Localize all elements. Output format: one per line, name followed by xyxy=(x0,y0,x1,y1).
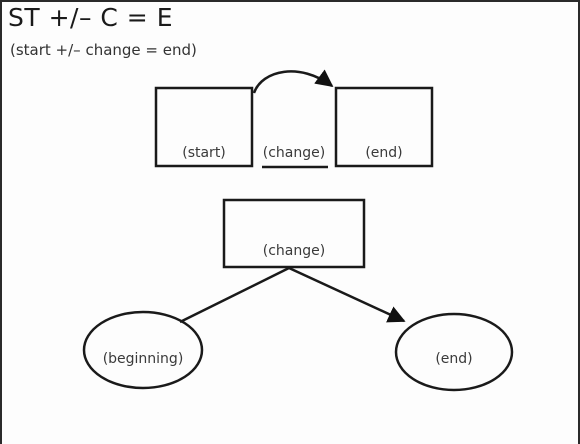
change-label-top: (change) xyxy=(263,145,325,161)
equation-title: ST +/– C = E xyxy=(8,3,173,32)
connector-to-beginning xyxy=(179,266,290,324)
frame-border-top xyxy=(0,0,580,2)
beginning-label: (beginning) xyxy=(103,351,184,367)
beginning-oval xyxy=(82,310,204,390)
start-label: (start) xyxy=(182,145,226,161)
frame-border-right xyxy=(578,0,580,444)
equation-subtitle: (start +/– change = end) xyxy=(10,41,197,59)
start-box xyxy=(154,86,254,168)
frame-border-left xyxy=(0,0,2,444)
end-oval xyxy=(394,312,514,392)
end-label-bottom: (end) xyxy=(435,351,472,367)
change-label-bottom: (change) xyxy=(263,243,325,259)
arrow-to-end xyxy=(288,266,406,323)
change-box xyxy=(222,198,366,269)
end-label-top: (end) xyxy=(365,145,402,161)
change-curve-arrow xyxy=(252,69,334,94)
end-box-top xyxy=(334,86,434,168)
